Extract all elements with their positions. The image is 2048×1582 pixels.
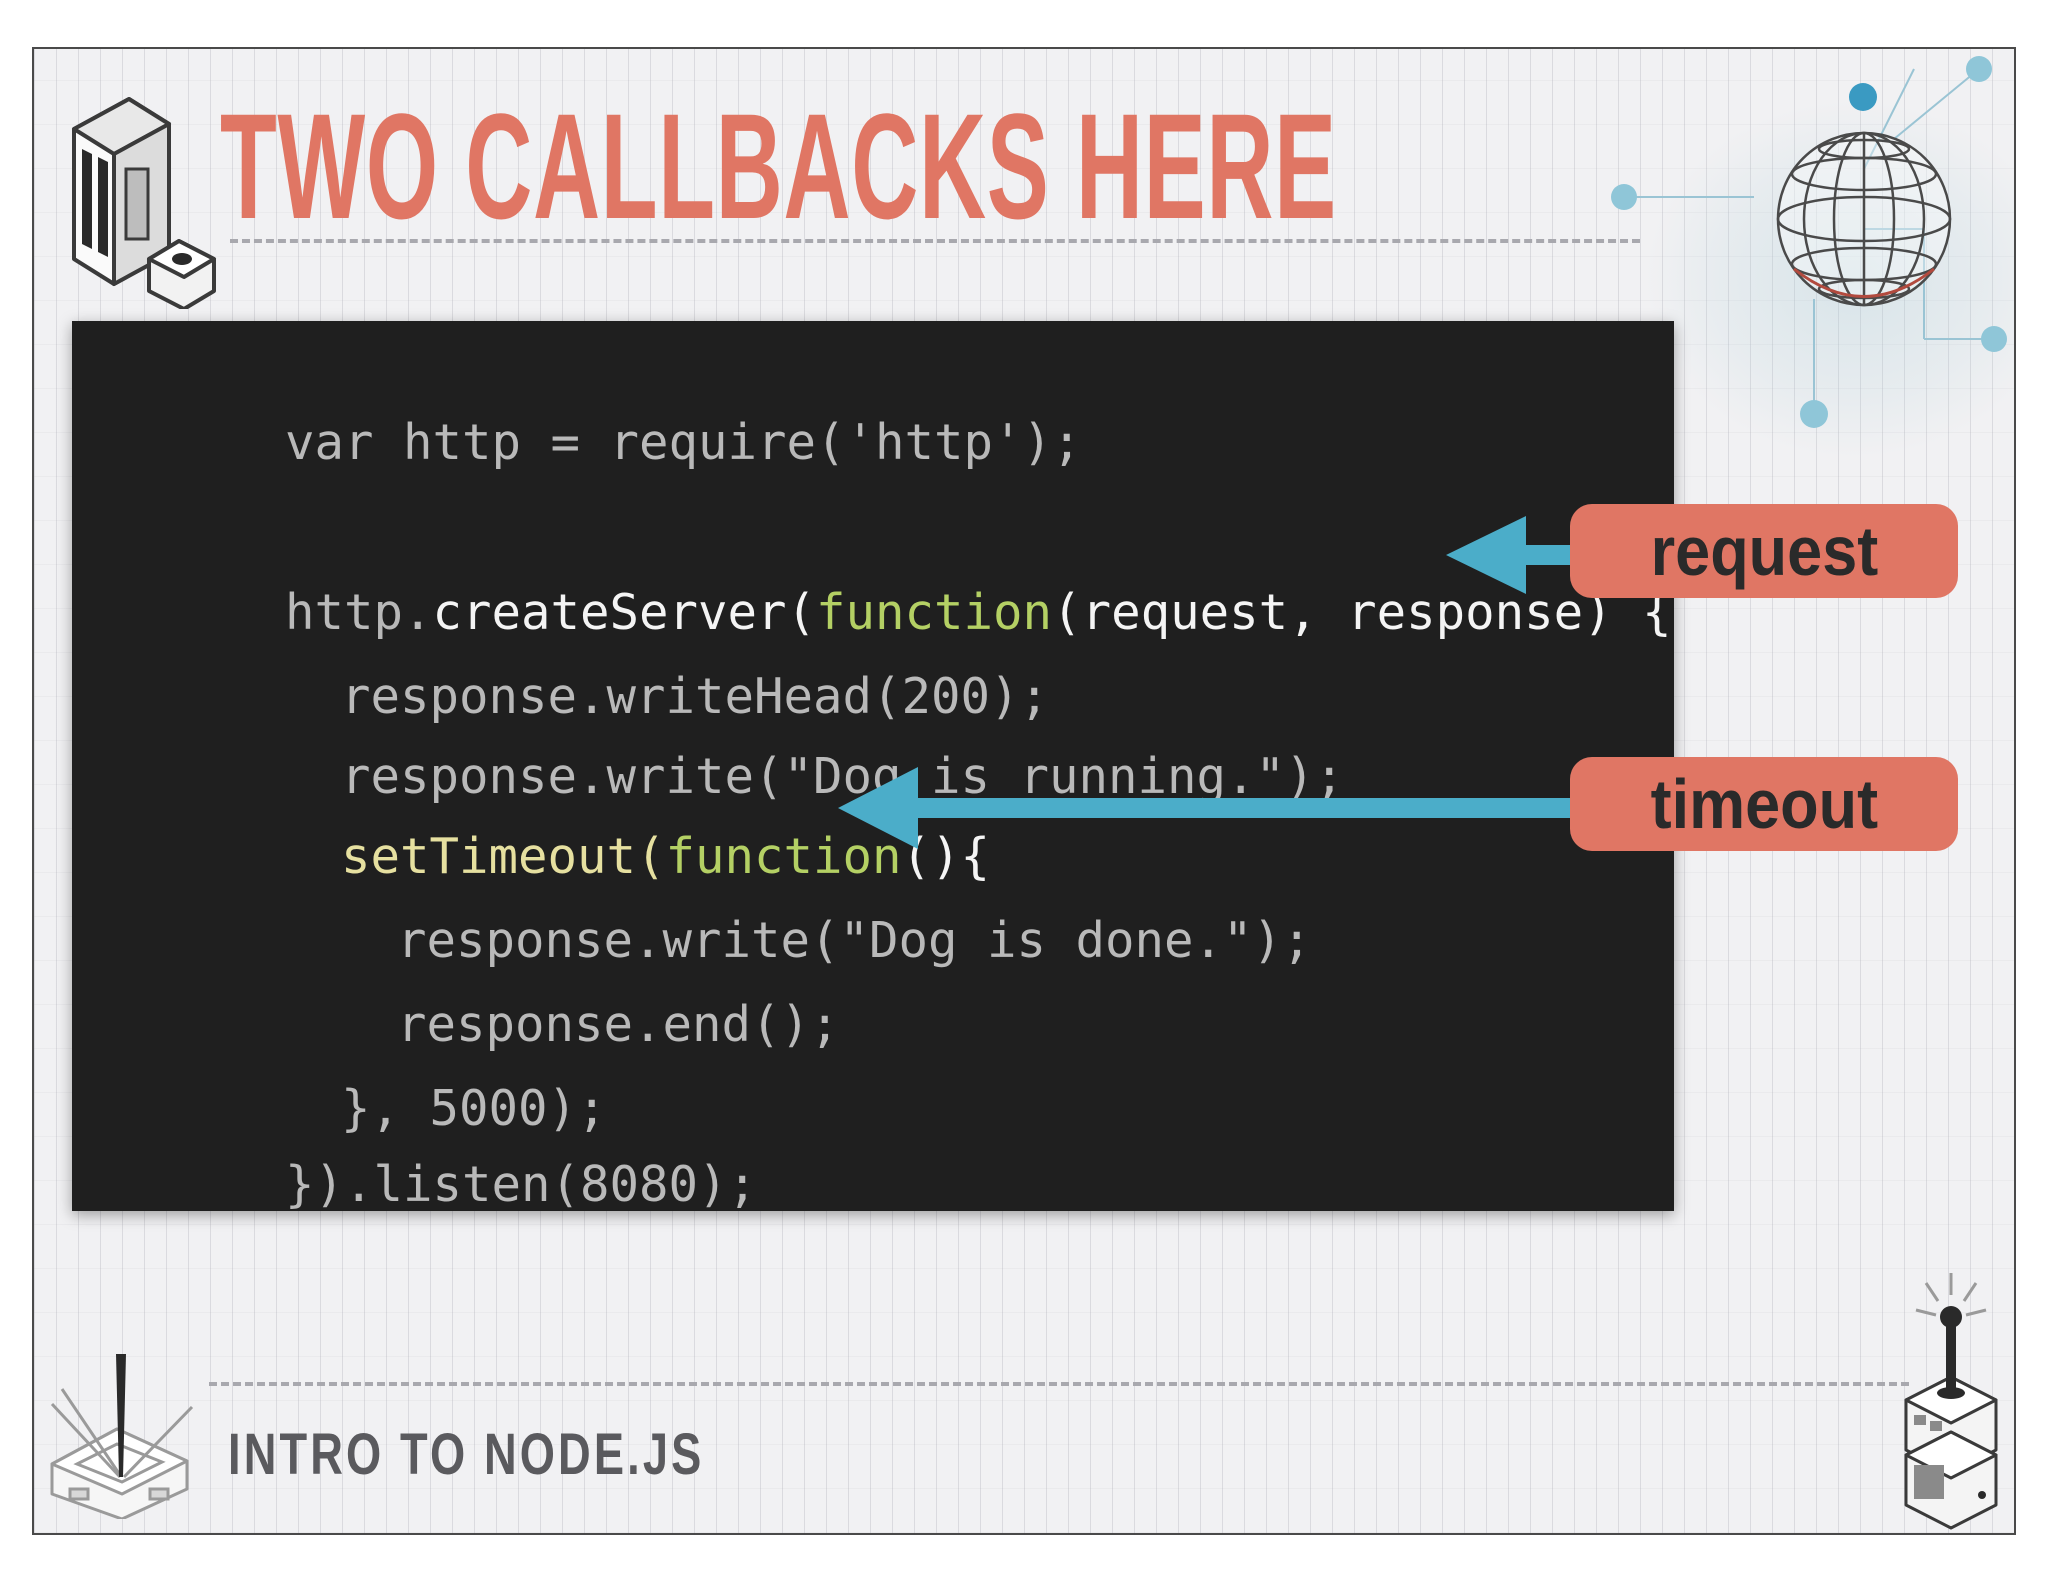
code-token: 5000); xyxy=(429,1080,607,1137)
antenna-box-icon xyxy=(1904,1273,1998,1530)
radar-box-icon xyxy=(50,1354,194,1519)
code-line-7: response.end(); xyxy=(220,935,840,1115)
code-token: response.write("Dog is done."); xyxy=(397,912,1312,969)
code-token: }, xyxy=(341,1080,430,1137)
request-callout: request xyxy=(1570,504,1958,598)
code-token: }).listen(8080); xyxy=(285,1156,758,1213)
code-line-4: response.write("Dog is running."); xyxy=(164,687,1344,867)
code-token-keyword: function xyxy=(816,584,1053,641)
code-token: http. xyxy=(285,584,433,641)
code-token: var http = require('http'); xyxy=(285,414,1082,471)
code-token: response.writeHead(200); xyxy=(341,668,1050,725)
code-line-1: var http = require('http'); xyxy=(108,353,1082,533)
slide-title: TWO CALLBACKS HERE xyxy=(220,82,1337,250)
code-line-2: http.createServer(function(request, resp… xyxy=(108,523,1672,703)
slide: TWO CALLBACKS HERE xyxy=(32,47,2016,1535)
code-token: response.end(); xyxy=(397,996,840,1053)
footer-divider xyxy=(209,1382,1909,1386)
globe-network-icon xyxy=(1611,56,2007,428)
code-token: (request, response) { xyxy=(1052,584,1672,641)
code-line-3: response.writeHead(200); xyxy=(164,607,1049,787)
code-line-9: }).listen(8080); xyxy=(108,1095,757,1275)
title-divider xyxy=(230,239,1640,243)
code-block: var http = require('http'); http.createS… xyxy=(72,321,1674,1213)
code-line-6: response.write("Dog is done."); xyxy=(220,851,1312,1031)
code-token: response.write("Dog is running."); xyxy=(341,748,1345,805)
timeout-callout: timeout xyxy=(1570,757,1958,851)
code-token: createServer( xyxy=(432,584,817,641)
footer-course-title: INTRO TO NODE.JS xyxy=(228,1422,705,1487)
code-token: setTimeout( xyxy=(341,828,666,885)
request-callout-label: request xyxy=(1650,512,1878,590)
code-line-8: }, 5000); xyxy=(164,1019,607,1199)
server-tower-icon xyxy=(72,97,216,309)
timeout-callout-label: timeout xyxy=(1650,765,1878,843)
